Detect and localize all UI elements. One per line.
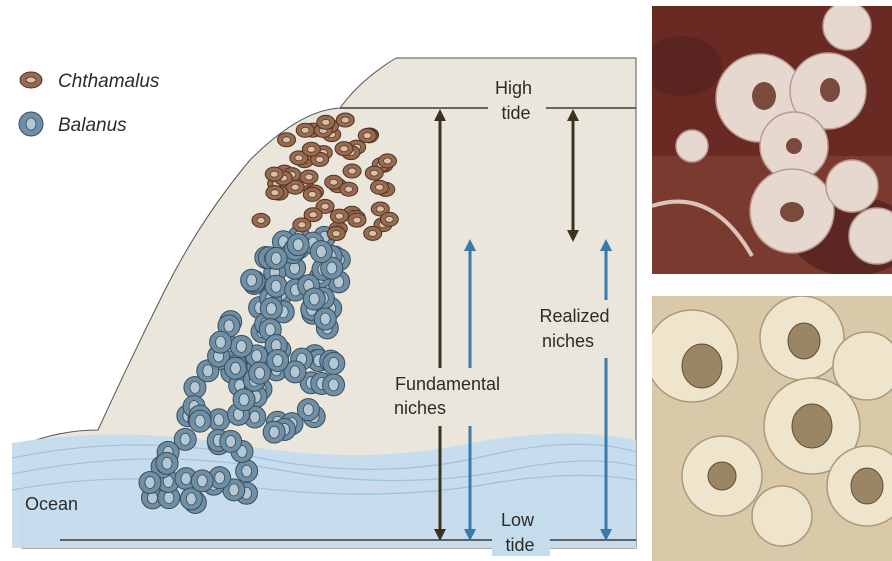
chthamalus-barnacle: [358, 129, 376, 143]
balanus-barnacle: [236, 460, 258, 482]
balanus-barnacle: [287, 234, 309, 256]
balanus-barnacle: [225, 357, 247, 379]
balanus-barnacle: [156, 452, 178, 474]
balanus-barnacle: [303, 288, 325, 310]
balanus-barnacle: [314, 308, 336, 330]
chthamalus-legend-label: Chthamalus: [58, 71, 160, 92]
balanus-photo: [652, 296, 892, 561]
chthamalus-barnacle: [293, 218, 311, 232]
balanus-barnacle: [310, 241, 332, 263]
chthamalus-barnacle: [348, 213, 366, 227]
ocean-label: Ocean: [25, 494, 78, 514]
chthamalus-barnacle: [327, 226, 345, 240]
chthamalus-legend-icon: [20, 72, 42, 88]
chthamalus-barnacle: [335, 142, 353, 156]
balanus-barnacle: [263, 421, 285, 443]
balanus-barnacle: [297, 399, 319, 421]
balanus-barnacle: [191, 470, 213, 492]
balanus-legend-icon: [19, 112, 43, 136]
chthamalus-barnacle: [303, 187, 321, 201]
balanus-barnacle: [265, 275, 287, 297]
chthamalus-barnacle: [378, 154, 396, 168]
balanus-barnacle: [323, 374, 345, 396]
legend: Chthamalus Balanus: [19, 71, 160, 136]
balanus-barnacle: [189, 410, 211, 432]
balanus-barnacle: [210, 331, 232, 353]
chthamalus-barnacle: [265, 167, 283, 181]
chthamalus-barnacle: [317, 115, 335, 129]
balanus-barnacle: [267, 349, 289, 371]
chthamalus-barnacle: [330, 209, 348, 223]
balanus-barnacle: [260, 298, 282, 320]
chthamalus-barnacle: [380, 212, 398, 226]
chthamalus-barnacle: [278, 133, 296, 147]
balanus-barnacle: [139, 472, 161, 494]
balanus-legend-label: Balanus: [58, 115, 127, 136]
chthamalus-barnacle: [343, 164, 361, 178]
chthamalus-barnacle: [300, 170, 318, 184]
chthamalus-barnacle: [266, 186, 284, 200]
chthamalus-barnacle: [252, 213, 270, 227]
chthamalus-barnacle: [365, 166, 383, 180]
balanus-barnacle: [230, 335, 252, 357]
chthamalus-photo: [652, 6, 892, 274]
balanus-barnacle: [323, 352, 345, 374]
balanus-barnacle: [241, 269, 263, 291]
chthamalus-barnacle: [371, 180, 389, 194]
balanus-barnacle: [220, 430, 242, 452]
chthamalus-barnacle: [302, 142, 320, 156]
chthamalus-barnacle: [340, 182, 358, 196]
balanus-barnacle: [265, 247, 287, 269]
balanus-barnacle: [233, 389, 255, 411]
chthamalus-barnacle: [296, 123, 314, 137]
chthamalus-barnacle: [336, 113, 354, 127]
chthamalus-barnacle: [364, 226, 382, 240]
